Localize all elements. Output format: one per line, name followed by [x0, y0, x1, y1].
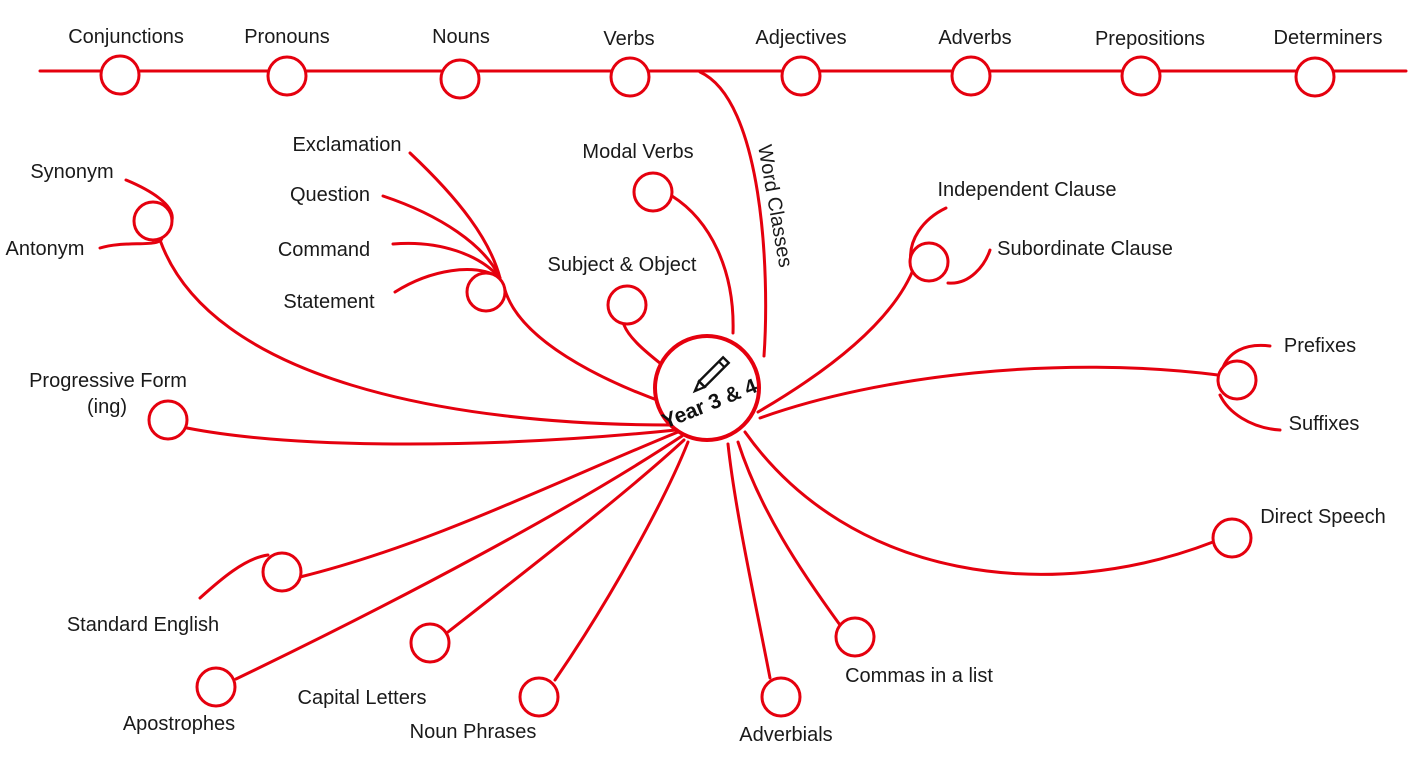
branch-clauses [756, 263, 917, 414]
label-subordinate-clause: Subordinate Clause [997, 238, 1173, 260]
branch-subject-object [622, 323, 668, 370]
word-class-verbs: Verbs [603, 28, 654, 50]
node-capital-letters [409, 622, 451, 664]
node-commas-in-a-list [834, 616, 876, 658]
label-standard-english: Standard English [67, 614, 219, 636]
label-statement: Statement [283, 291, 375, 313]
branch-adverbials [726, 442, 772, 680]
node-pronouns [266, 55, 308, 97]
branch-noun-phrases [553, 440, 690, 682]
label-subject-object: Subject & Object [548, 254, 697, 276]
word-class-adjectives: Adjectives [755, 27, 846, 49]
branch-progressive-form [185, 426, 678, 446]
branch-standard-english [298, 430, 680, 579]
branch-commas-in-a-list [736, 440, 842, 627]
node-conjunctions [99, 54, 141, 96]
word-class-adverbs: Adverbs [938, 27, 1011, 49]
node-direct-speech [1211, 517, 1253, 559]
node-progressive-form [147, 399, 189, 441]
label-capital-letters: Capital Letters [298, 687, 427, 709]
label-question: Question [290, 184, 370, 206]
branch-direct-speech [743, 430, 1215, 576]
branch-sentence-types [503, 288, 670, 406]
node-adverbs [950, 55, 992, 97]
label-adverbials: Adverbials [739, 724, 832, 746]
label-exclamation: Exclamation [293, 134, 402, 156]
label-progressive-form-ing: (ing) [87, 396, 127, 418]
branch-apostrophes [234, 434, 684, 681]
node-subject-object [606, 284, 648, 326]
label-modal-verbs: Modal Verbs [582, 141, 693, 163]
branch-suffixes [1218, 393, 1282, 432]
branch-question [381, 194, 502, 280]
word-class-conjunctions: Conjunctions [68, 26, 184, 48]
label-noun-phrases: Noun Phrases [410, 721, 537, 743]
pencil-icon [692, 355, 731, 394]
branch-affixes [758, 365, 1220, 420]
label-direct-speech: Direct Speech [1260, 506, 1386, 528]
branch-word-classes [698, 70, 768, 358]
branch-standard-english-tail [198, 553, 270, 600]
label-apostrophes: Apostrophes [123, 713, 235, 735]
label-commas-in-a-list: Commas in a list [845, 665, 993, 687]
branch-subordinate-clause [946, 248, 992, 285]
branch-exclamation [408, 151, 502, 280]
label-independent-clause: Independent Clause [937, 179, 1116, 201]
label-progressive-form: Progressive Form [29, 370, 187, 392]
label-synonym: Synonym [30, 161, 113, 183]
node-noun-phrases [518, 676, 560, 718]
node-synonym-antonym [132, 200, 174, 242]
node-apostrophes [195, 666, 237, 708]
hub-circle [653, 334, 761, 442]
node-adjectives [780, 55, 822, 97]
label-prefixes: Prefixes [1284, 335, 1356, 357]
label-antonym: Antonym [6, 238, 85, 260]
word-class-nouns: Nouns [432, 26, 490, 48]
node-modal-verbs [632, 171, 674, 213]
branch-antonym [98, 236, 164, 250]
word-class-determiners: Determiners [1274, 27, 1383, 49]
node-determiners [1294, 56, 1336, 98]
node-nouns [439, 58, 481, 100]
branch-modal-verbs [670, 194, 735, 335]
node-affixes [1216, 359, 1258, 401]
branch-capital-letters [446, 438, 686, 634]
branch-command [391, 241, 502, 280]
node-clauses [908, 241, 950, 283]
word-class-pronouns: Pronouns [244, 26, 330, 48]
branch-synonym-antonym [158, 238, 672, 427]
label-command: Command [278, 239, 370, 261]
node-verbs [609, 56, 651, 98]
node-sentence-types [465, 271, 507, 313]
word-class-prepositions: Prepositions [1095, 28, 1205, 50]
node-adverbials [760, 676, 802, 718]
node-standard-english [261, 551, 303, 593]
label-suffixes: Suffixes [1289, 413, 1360, 435]
node-prepositions [1120, 55, 1162, 97]
